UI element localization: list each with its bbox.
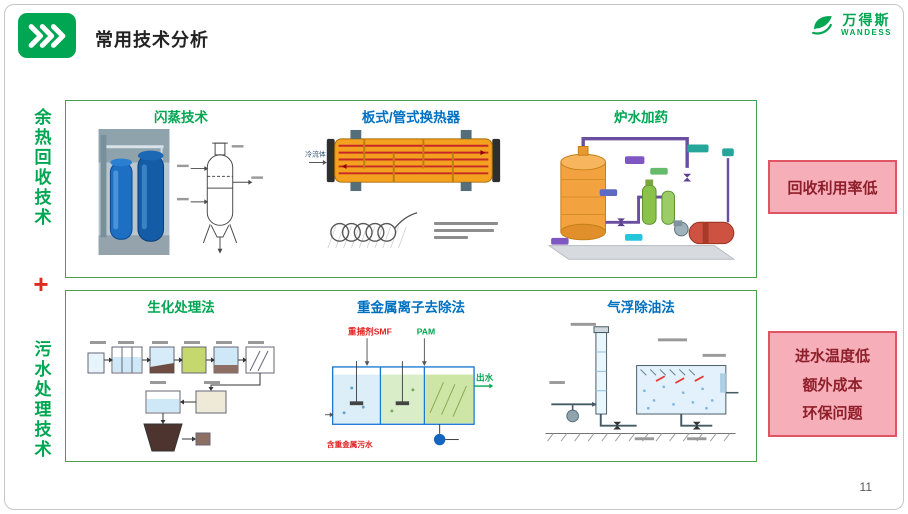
callout-issue-line: 进水温度低: [794, 347, 870, 365]
callout-low-recovery-rate: 回收利用率低: [768, 160, 897, 214]
tech-title-biochemical: 生化处理法: [147, 300, 215, 315]
callout-issue-line: 环保问题: [802, 405, 863, 423]
page-title: 常用技术分析: [95, 30, 209, 50]
biochemical-process-diagram: [87, 341, 275, 452]
tech-title-air-flotation: 气浮除油法: [607, 300, 675, 315]
caption-text-lines: [434, 222, 498, 251]
tech-biochemical: 生化处理法: [66, 291, 296, 461]
tech-title-dosing: 炉水加药: [614, 110, 668, 125]
coil-tube-sketch: [327, 212, 418, 249]
inlet-label: 含重金属污水: [327, 439, 373, 449]
agent-label: 重捕剂SMF: [348, 325, 392, 336]
logo-brand-name: 万得斯: [842, 12, 891, 29]
wandess-leaf-icon: [812, 16, 832, 35]
pam-label: PAM: [417, 326, 435, 336]
wandess-logo: 万得斯 WANDESS: [807, 10, 892, 40]
callout-water-issues: 进水温度低 额外成本 环保问题: [768, 331, 897, 437]
cold-fluid-label: 冷流体: [305, 150, 326, 159]
tech-heat-exchanger: 板式/管式换热器 冷流体: [296, 101, 526, 277]
tech-title-heavy-metal: 重金属离子去除法: [357, 300, 465, 315]
forward-chevrons-icon: [28, 23, 66, 48]
heat-recovery-label: 余热回收技术: [31, 108, 51, 228]
tech-title-flash: 闪蒸技术: [154, 110, 208, 125]
heat-exchanger-diagram: 冷流体: [305, 129, 501, 192]
air-flotation-diagram: [545, 322, 739, 442]
outlet-label: 出水: [476, 371, 494, 382]
page-number: 11: [859, 480, 872, 494]
tech-title-exchanger: 板式/管式换热器: [361, 110, 461, 125]
water-technologies-panel: 生化处理法: [65, 290, 757, 462]
heat-technologies-panel: 闪蒸技术: [65, 100, 757, 278]
logo-brand-name-en: WANDESS: [841, 28, 892, 38]
tech-air-flotation: 气浮除油法: [526, 291, 756, 461]
plus-sign: +: [33, 269, 49, 299]
callout-recovery-text: 回收利用率低: [787, 179, 878, 197]
callout-issue-line: 额外成本: [802, 376, 863, 394]
tech-flash-evaporation: 闪蒸技术: [66, 101, 296, 277]
section-marker-badge: [18, 13, 76, 58]
tech-heavy-metal-removal: 重金属离子去除法 重捕剂SMF PAM: [296, 291, 526, 461]
water-treatment-label: 污水处理技术: [31, 340, 51, 460]
boiler-dosing-diagram: [547, 137, 736, 260]
flash-vessel-diagram: [176, 142, 263, 254]
left-category-labels: 余热回收技术 + 污水处理技术: [22, 108, 60, 460]
flash-evaporation-photo: [98, 129, 169, 255]
heavy-metal-removal-diagram: 重捕剂SMF PAM: [325, 325, 494, 449]
tech-boiler-dosing: 炉水加药: [526, 101, 756, 277]
